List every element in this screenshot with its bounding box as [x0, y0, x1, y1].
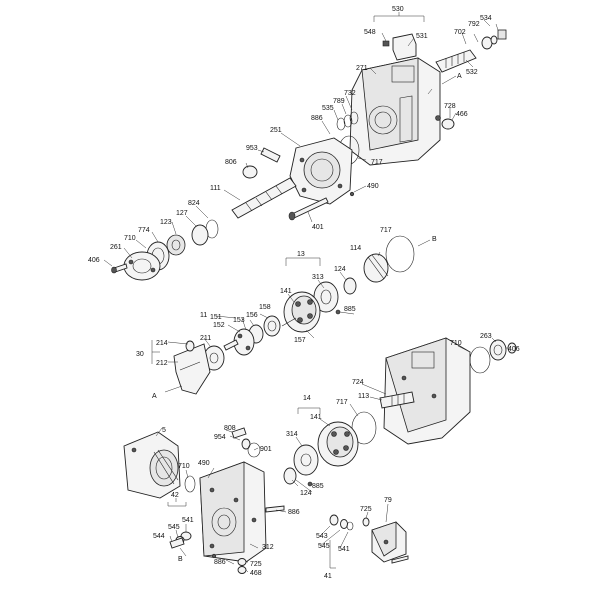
leader-lines: [103, 12, 508, 573]
label-79: 79: [384, 497, 392, 504]
label-886-top: 886: [311, 115, 323, 122]
label-13: 13: [297, 251, 305, 258]
label-789: 789: [333, 98, 345, 105]
label-530: 530: [392, 6, 404, 13]
label-114: 114: [350, 245, 361, 252]
label-11: 11: [200, 312, 207, 319]
label-153: 153: [233, 317, 245, 324]
label-710-top: 710: [124, 235, 136, 242]
label-124-low: 124: [300, 490, 312, 497]
label-127: 127: [176, 210, 188, 217]
label-886-bottom: 886: [214, 559, 226, 566]
label-724: 724: [352, 379, 364, 386]
label-710-right: 710: [450, 340, 462, 347]
label-468: 468: [250, 570, 262, 577]
label-792: 792: [468, 21, 480, 28]
label-541-right: 541: [338, 546, 350, 553]
label-212: 212: [156, 360, 168, 367]
label-251: 251: [270, 127, 282, 134]
label-717-top: 717: [371, 159, 383, 166]
label-261: 261: [110, 244, 122, 251]
label-901: 901: [260, 446, 272, 453]
label-710-low: 710: [178, 463, 190, 470]
callout-labels: 530 548 531 534 792 702 532 271 A 728 46…: [88, 6, 520, 580]
label-532: 532: [466, 69, 478, 76]
label-A-mid: A: [152, 393, 157, 400]
label-156: 156: [246, 312, 258, 319]
relief-valve-42-group: [169, 531, 192, 549]
label-B-mid: B: [432, 236, 437, 243]
gear-pump-5-group: [123, 431, 196, 499]
label-42: 42: [171, 492, 179, 499]
port-block-251-group: [242, 137, 355, 205]
label-271: 271: [356, 65, 368, 72]
label-534: 534: [480, 15, 492, 22]
label-548: 548: [364, 29, 376, 36]
label-490-top: 490: [367, 183, 379, 190]
label-211: 211: [200, 335, 211, 342]
label-157: 157: [294, 337, 306, 344]
label-954: 954: [214, 434, 226, 441]
label-725-bottom: 725: [250, 561, 262, 568]
label-5: 5: [162, 427, 166, 434]
label-14: 14: [303, 395, 311, 402]
rear-housing-group: [336, 29, 507, 166]
label-543: 543: [316, 533, 328, 540]
label-158: 158: [259, 304, 271, 311]
label-545-right: 545: [318, 543, 330, 550]
label-728: 728: [444, 103, 456, 110]
label-531: 531: [416, 33, 428, 40]
label-111: 111: [210, 185, 221, 192]
label-885-mid: 885: [344, 306, 356, 313]
label-401: 401: [312, 224, 324, 231]
label-774: 774: [138, 227, 150, 234]
label-466-top: 466: [456, 111, 468, 118]
label-544: 544: [153, 533, 165, 540]
shaft-111-group: [166, 177, 329, 256]
label-406-top: 406: [88, 257, 100, 264]
label-141-low: 141: [310, 414, 322, 421]
label-141-mid: 141: [280, 288, 292, 295]
label-314: 314: [286, 431, 298, 438]
label-535: 535: [322, 105, 334, 112]
label-490-low: 490: [198, 460, 210, 467]
label-541-left: 541: [182, 517, 194, 524]
label-312: 312: [262, 544, 274, 551]
front-housing-group: [351, 337, 517, 445]
label-113: 113: [358, 393, 369, 400]
label-41: 41: [324, 573, 332, 580]
label-702: 702: [454, 29, 466, 36]
label-30: 30: [136, 351, 144, 358]
label-953: 953: [246, 145, 258, 152]
rotary-group-13: [203, 235, 415, 371]
label-214: 214: [156, 340, 168, 347]
label-717-mid: 717: [380, 227, 392, 234]
label-406-right: 406: [508, 346, 520, 353]
label-124-mid: 124: [334, 266, 346, 273]
label-808: 808: [224, 425, 236, 432]
rotary-group-14: [283, 421, 359, 487]
label-151: 151: [210, 314, 222, 321]
label-732: 732: [344, 90, 356, 97]
label-545-left: 545: [168, 524, 180, 531]
label-A-top: A: [457, 73, 462, 80]
swash-plate-30-group: [173, 340, 211, 395]
label-885-low: 885: [312, 483, 324, 490]
label-123: 123: [160, 219, 172, 226]
label-886-low: 886: [288, 509, 300, 516]
label-806: 806: [225, 159, 237, 166]
label-B-low: B: [178, 556, 183, 563]
regulator-79-group: [329, 514, 409, 564]
label-152: 152: [213, 322, 225, 329]
label-725-right: 725: [360, 506, 372, 513]
label-313: 313: [312, 274, 324, 281]
label-717-low: 717: [336, 399, 348, 406]
valve-block-312-group: [199, 427, 285, 574]
label-263: 263: [480, 333, 492, 340]
label-824: 824: [188, 200, 200, 207]
